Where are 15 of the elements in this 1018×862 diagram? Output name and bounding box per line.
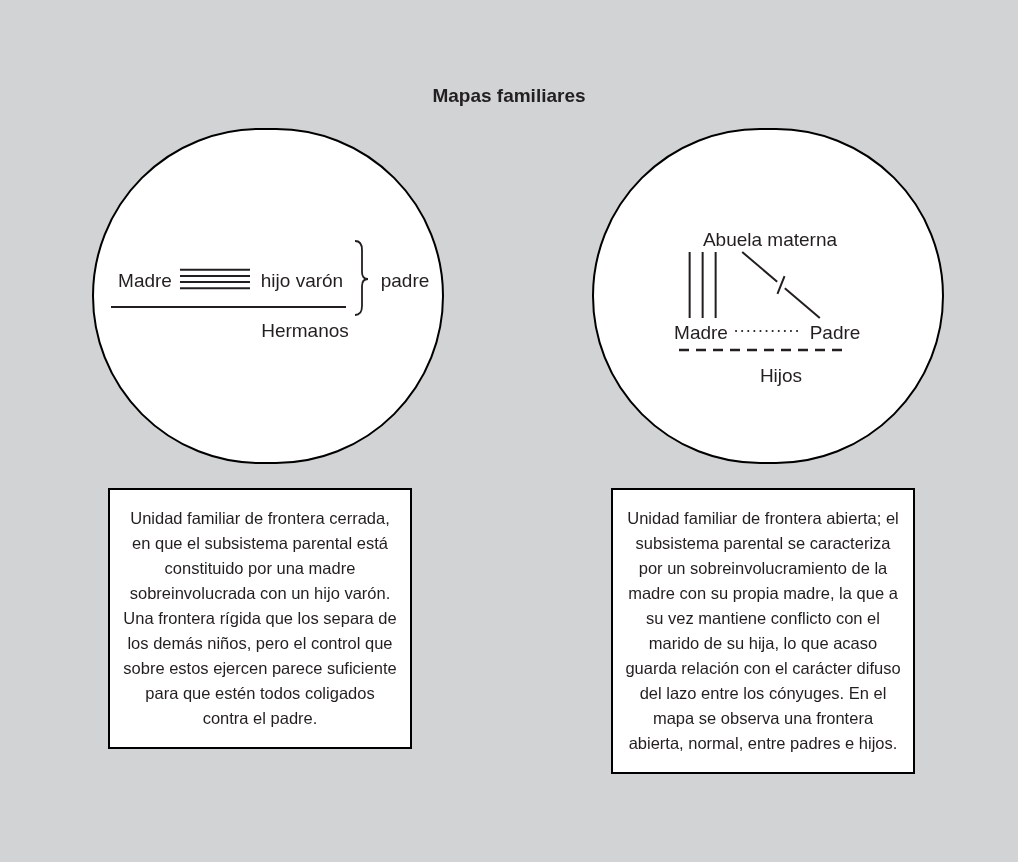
family-member-label: Abuela materna: [684, 226, 856, 254]
dotted-line: [735, 330, 801, 332]
family-member-label: hijo varón: [252, 268, 352, 294]
overinvolvement-lines: [688, 251, 717, 319]
conflict-line: [741, 251, 821, 319]
overinvolvement-lines: [179, 268, 251, 290]
family-member-label: Hermanos: [250, 318, 360, 344]
title: Mapas familiares: [432, 84, 586, 108]
family-member-label: Hijos: [752, 363, 810, 389]
family-member-label: Padre: [802, 320, 868, 346]
description-box: Unidad familiar de frontera abierta; el subsistema parental se caracteriza por un sobreinvolucramiento de la madre con su propia madre, la que a su vez mantiene conflicto con el marido de su hija, lo que acaso guarda relación con el carácter difuso del lazo entre los cónyuges. En el mapa se observa una frontera abierta, normal, entre padres e hijos.: [611, 488, 915, 774]
family-member-label: Madre: [664, 320, 738, 346]
family-member-label: padre: [372, 268, 438, 294]
family-member-label: Madre: [108, 268, 182, 294]
description-box: Unidad familiar de frontera cerrada, en que el subsistema parental está constituido por una madre sobreinvolucrada con un hijo varón. Una frontera rígida que los separa de los demás niños, pero el control que sobre estos ejercen parece suficiente para que estén todos coligados contra el padre.: [108, 488, 412, 749]
